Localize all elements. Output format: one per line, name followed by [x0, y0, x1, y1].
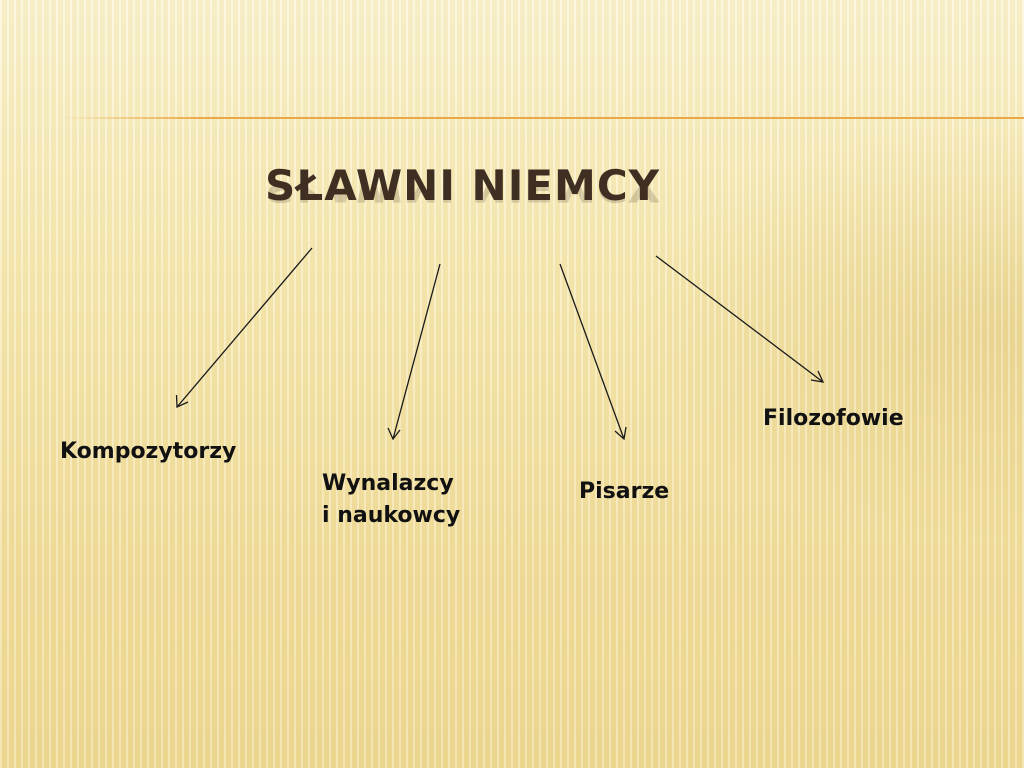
header-divider-line — [60, 117, 1024, 119]
arrow-to-composers — [176, 247, 313, 408]
arrow-to-writers — [559, 263, 625, 440]
arrow-to-writers-head — [614, 426, 627, 441]
arrow-to-philosophers — [655, 255, 824, 383]
category-philosophers: Filozofowie — [763, 406, 904, 431]
slide-title: SŁAWNI NIEMCY — [265, 161, 661, 210]
category-composers: Kompozytorzy — [60, 439, 237, 464]
category-inventors: Wynalazcy i naukowcy — [322, 471, 461, 528]
arrow-to-inventors — [392, 263, 441, 440]
category-writers: Pisarze — [579, 479, 670, 504]
arrow-to-inventors-head — [387, 427, 401, 441]
arrow-to-philosophers-head — [810, 370, 825, 383]
arrow-to-composers-head — [175, 394, 189, 408]
